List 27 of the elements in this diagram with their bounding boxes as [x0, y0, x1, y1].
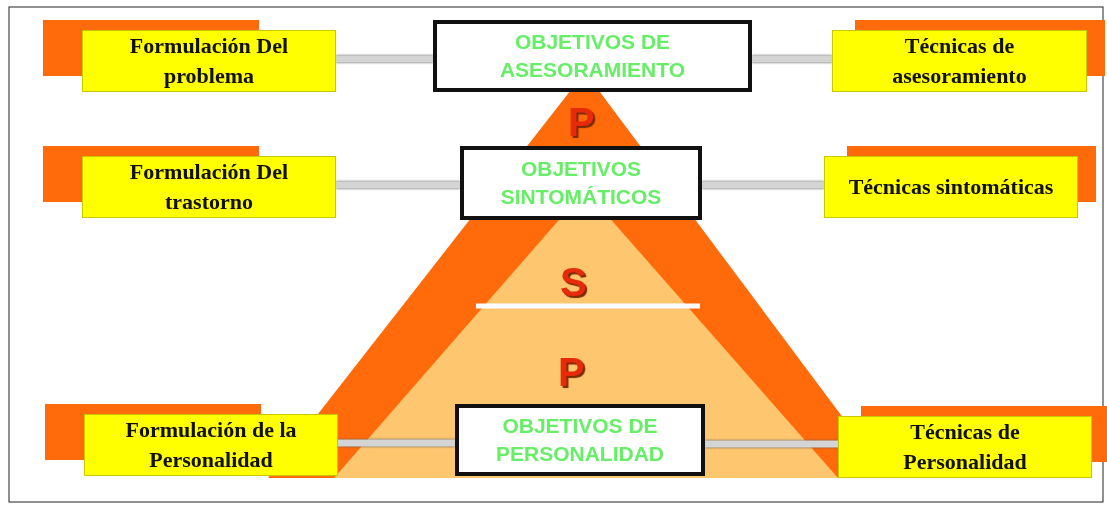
connector-bar	[702, 181, 824, 189]
label-box	[824, 156, 1078, 218]
objective-box	[433, 20, 752, 92]
box-text: OBJETIVOS DE ASESORAMIENTO	[498, 29, 687, 83]
box-text: Formulación Del problema	[128, 32, 290, 90]
objective-box	[460, 146, 702, 220]
connector-bar	[752, 55, 832, 63]
level-letter: P	[558, 352, 585, 392]
box-text: Técnicas de Personalidad	[902, 418, 1028, 476]
connector-bar	[338, 439, 455, 447]
box-text: Formulación Del trastorno	[128, 158, 290, 216]
box-text: Técnicas de asesoramiento	[891, 32, 1028, 90]
connector-bar	[705, 440, 838, 448]
objective-box	[455, 404, 705, 476]
label-box	[82, 30, 336, 92]
box-text: Formulación de la Personalidad	[124, 416, 298, 474]
label-box	[82, 156, 336, 218]
label-box	[832, 30, 1087, 92]
level-letter: S	[560, 262, 587, 302]
box-text: Técnicas sintomáticas	[848, 173, 1054, 201]
level-letter: P	[568, 102, 595, 142]
connector-bar	[336, 181, 460, 189]
connector-bar	[336, 55, 433, 63]
box-text: OBJETIVOS DE PERSONALIDAD	[495, 413, 665, 467]
box-text: OBJETIVOS SINTOMÁTICOS	[499, 156, 663, 210]
label-box	[838, 416, 1092, 478]
label-box	[84, 414, 338, 476]
